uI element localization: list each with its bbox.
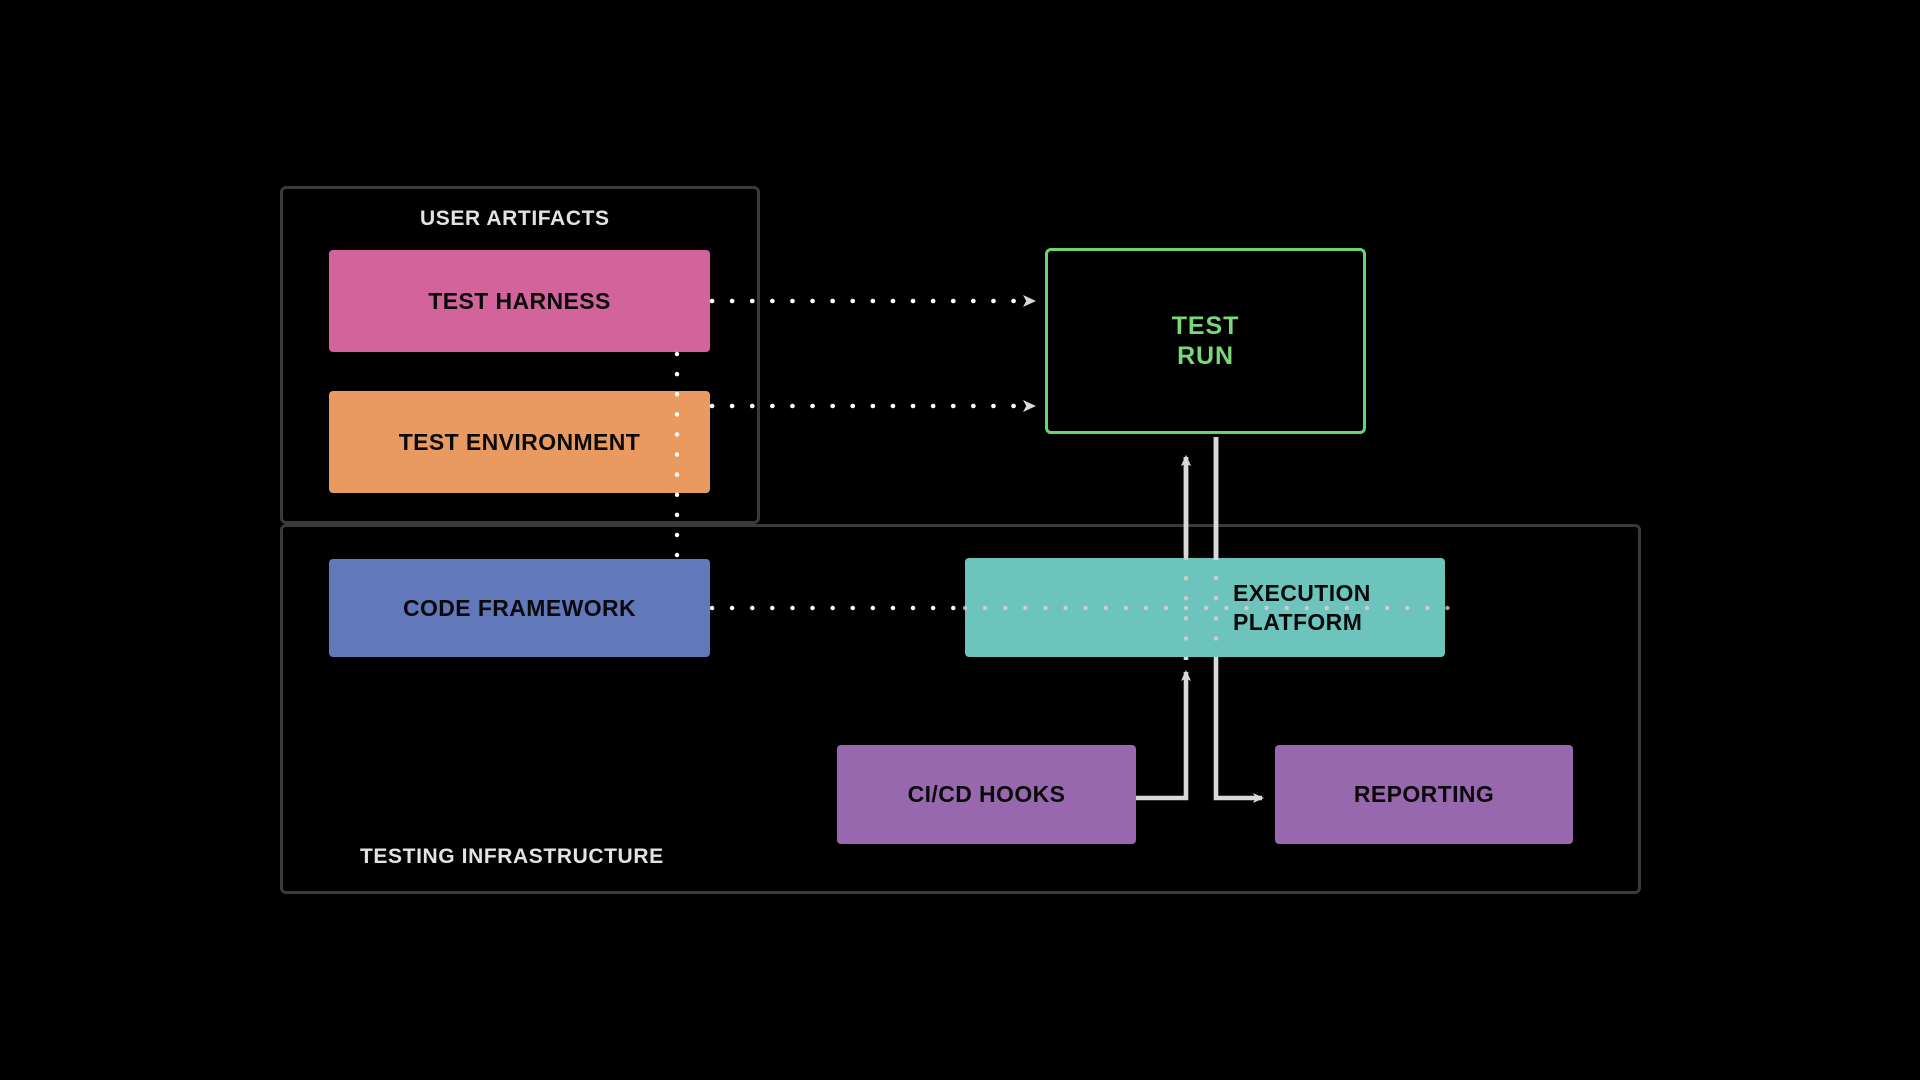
node-execution-platform-label-line2: PLATFORM	[1233, 608, 1363, 635]
node-reporting[interactable]: REPORTING	[1275, 745, 1573, 844]
node-test-environment-label: TEST ENVIRONMENT	[398, 428, 641, 455]
group-testing-infrastructure	[280, 524, 1641, 894]
node-test-run-label-line1: TEST	[1171, 311, 1240, 340]
node-test-run-label-line2: RUN	[1177, 342, 1234, 370]
node-execution-platform[interactable]: EXECUTION PLATFORM	[965, 558, 1445, 657]
node-cicd-hooks[interactable]: CI/CD HOOKS	[837, 745, 1136, 844]
group-label-testing-infrastructure: TESTING INFRASTRUCTURE	[360, 845, 664, 868]
node-code-framework-label: CODE FRAMEWORK	[402, 594, 637, 621]
node-test-environment[interactable]: TEST ENVIRONMENT	[329, 391, 710, 493]
node-execution-platform-label-line1: EXECUTION	[1233, 580, 1371, 607]
group-user-artifacts	[280, 186, 760, 524]
node-test-run[interactable]: TEST RUN	[1045, 248, 1366, 434]
group-label-user-artifacts: USER ARTIFACTS	[420, 207, 610, 230]
node-code-framework[interactable]: CODE FRAMEWORK	[329, 559, 710, 657]
node-execution-platform-label: EXECUTION PLATFORM	[1233, 579, 1371, 635]
node-cicd-hooks-label: CI/CD HOOKS	[907, 781, 1066, 807]
node-test-harness-label: TEST HARNESS	[428, 287, 611, 314]
node-test-harness[interactable]: TEST HARNESS	[329, 250, 710, 352]
node-test-run-label: TEST RUN	[1172, 311, 1240, 372]
node-reporting-label: REPORTING	[1353, 781, 1495, 807]
